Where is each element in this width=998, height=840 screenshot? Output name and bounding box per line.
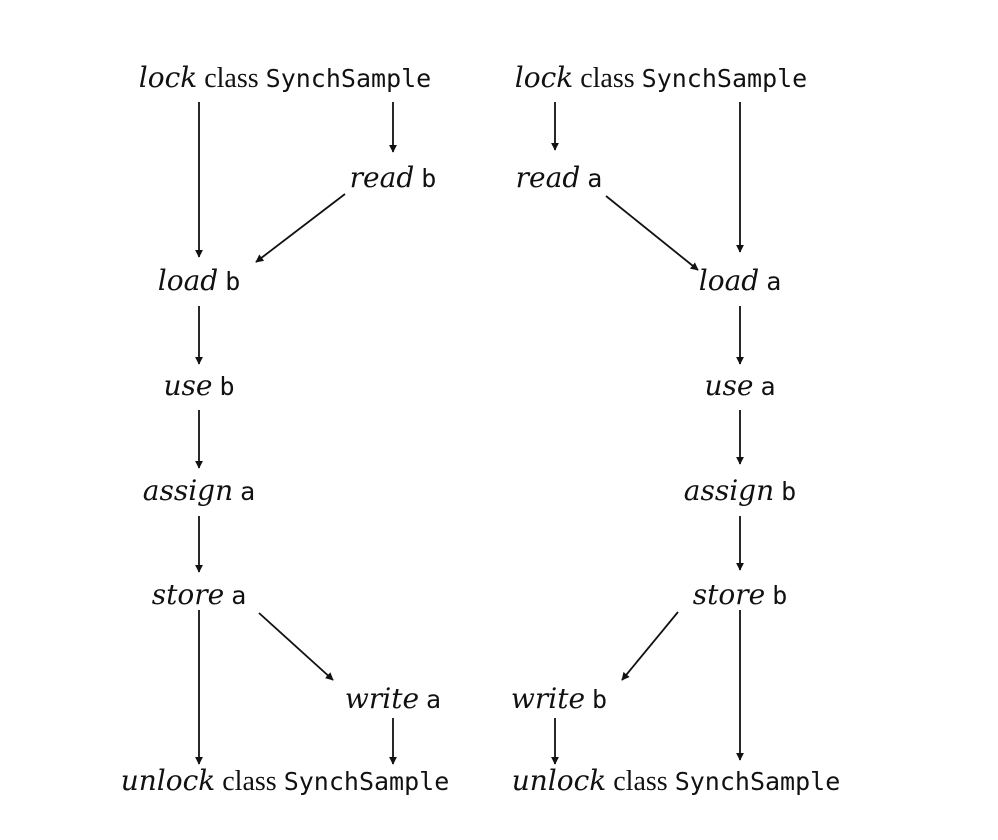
right-lock-label: lock class SynchSample — [515, 61, 807, 94]
left-assign-label: assign a — [143, 474, 255, 507]
left-use-label: use b — [163, 369, 234, 402]
left-read-label: read b — [350, 161, 437, 194]
left-store-label: store a — [152, 578, 247, 611]
arrow-right-read-to-load — [605, 195, 699, 271]
right-unlock-label: unlock class SynchSample — [512, 764, 841, 797]
right-assign-label: assign b — [684, 474, 796, 507]
arrow-right-store-to-write — [621, 611, 679, 681]
right-write-label: write b — [511, 682, 607, 715]
left-load-label: load b — [158, 264, 241, 297]
left-write-label: write a — [345, 682, 441, 715]
left-lock-label: lock class SynchSample — [139, 61, 431, 94]
right-store-label: store b — [693, 578, 788, 611]
arrow-left-read-to-load — [255, 193, 346, 263]
right-read-label: read a — [516, 161, 603, 194]
right-load-label: load a — [699, 264, 782, 297]
left-unlock-label: unlock class SynchSample — [121, 764, 450, 797]
arrow-left-store-to-write — [258, 612, 334, 681]
right-use-label: use a — [704, 369, 775, 402]
